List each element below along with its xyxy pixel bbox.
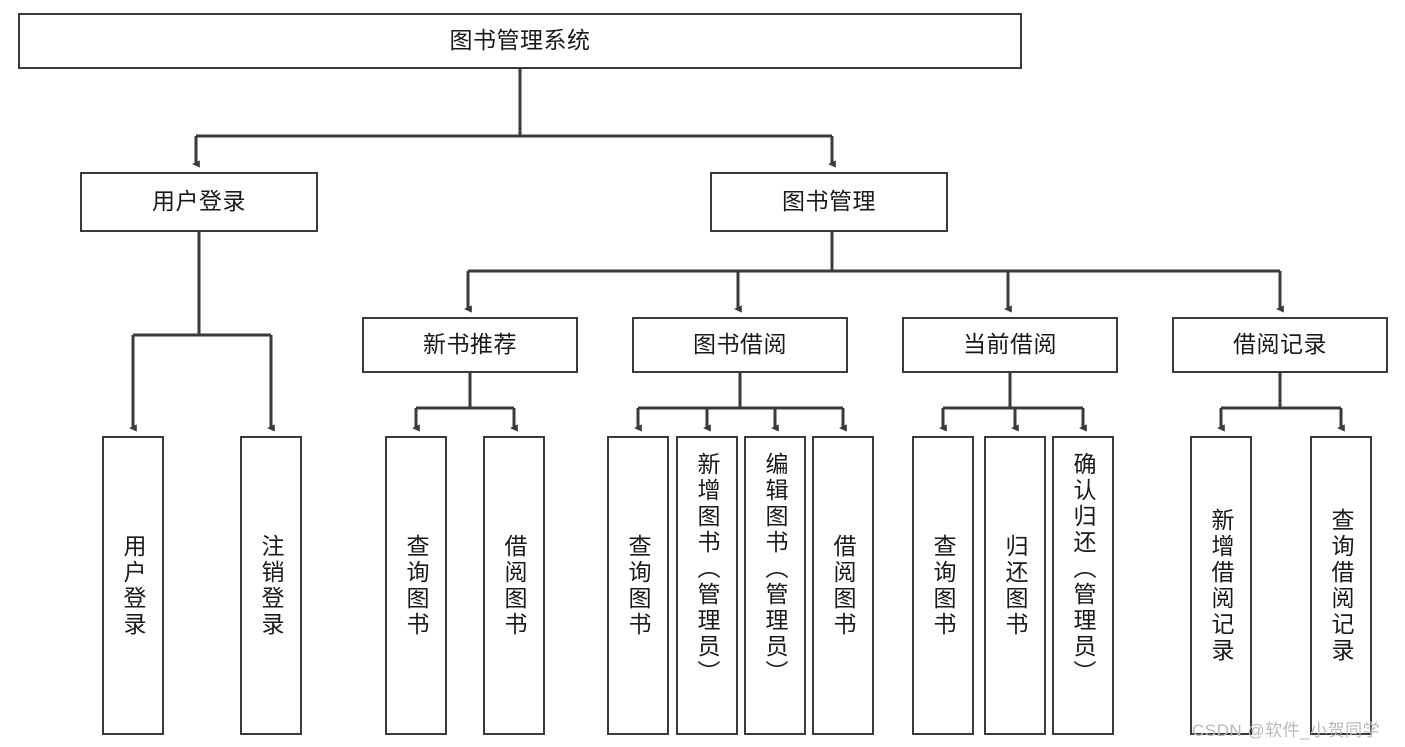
leaf-confirm-return-admin[interactable]: 确认归还（管理员） [1052,436,1114,735]
node-book-management-label: 图书管理 [782,188,876,215]
leaf-add-borrow-record[interactable]: 新增借阅记录 [1190,436,1252,735]
node-book-borrow[interactable]: 图书借阅 [632,317,848,373]
node-book-management[interactable]: 图书管理 [710,172,948,232]
leaf-query-book-borrow[interactable]: 查询图书 [607,436,669,735]
leaf-query-borrow-record-label: 查询借阅记录 [1328,507,1355,664]
leaf-logout-login[interactable]: 注销登录 [240,436,302,735]
leaf-query-book-current-label: 查询图书 [930,533,957,638]
leaf-borrow-book[interactable]: 借阅图书 [812,436,874,735]
leaf-edit-book-admin-label: 编辑图书（管理员） [762,452,789,686]
leaf-borrow-book-recommend-label: 借阅图书 [501,533,528,638]
node-current-borrow[interactable]: 当前借阅 [902,317,1118,373]
node-user-login-label: 用户登录 [152,188,246,215]
node-root[interactable]: 图书管理系统 [18,13,1022,69]
node-current-borrow-label: 当前借阅 [963,331,1057,358]
node-book-borrow-label: 图书借阅 [693,331,787,358]
leaf-add-book-admin-label: 新增图书（管理员） [694,452,721,686]
node-borrow-record-label: 借阅记录 [1233,331,1327,358]
leaf-query-book-recommend[interactable]: 查询图书 [385,436,447,735]
leaf-query-book-borrow-label: 查询图书 [625,533,652,638]
node-new-book-recommend[interactable]: 新书推荐 [362,317,578,373]
leaf-user-login[interactable]: 用户登录 [102,436,164,735]
leaf-return-book-label: 归还图书 [1002,533,1029,638]
leaf-return-book[interactable]: 归还图书 [984,436,1046,735]
leaf-query-book-recommend-label: 查询图书 [403,533,430,638]
leaf-add-borrow-record-label: 新增借阅记录 [1208,507,1235,664]
leaf-user-login-label: 用户登录 [120,533,147,638]
leaf-borrow-book-label: 借阅图书 [830,533,857,638]
leaf-edit-book-admin[interactable]: 编辑图书（管理员） [744,436,806,735]
leaf-confirm-return-admin-label: 确认归还（管理员） [1070,452,1097,686]
node-root-label: 图书管理系统 [449,27,591,54]
node-user-login[interactable]: 用户登录 [80,172,318,232]
leaf-add-book-admin[interactable]: 新增图书（管理员） [676,436,738,735]
node-new-book-recommend-label: 新书推荐 [423,331,517,358]
node-borrow-record[interactable]: 借阅记录 [1172,317,1388,373]
leaf-query-book-current[interactable]: 查询图书 [912,436,974,735]
leaf-logout-login-label: 注销登录 [258,533,285,638]
csdn-watermark: CSDN @软件_小贺同学 [1192,721,1381,740]
leaf-query-borrow-record[interactable]: 查询借阅记录 [1310,436,1372,735]
leaf-borrow-book-recommend[interactable]: 借阅图书 [483,436,545,735]
